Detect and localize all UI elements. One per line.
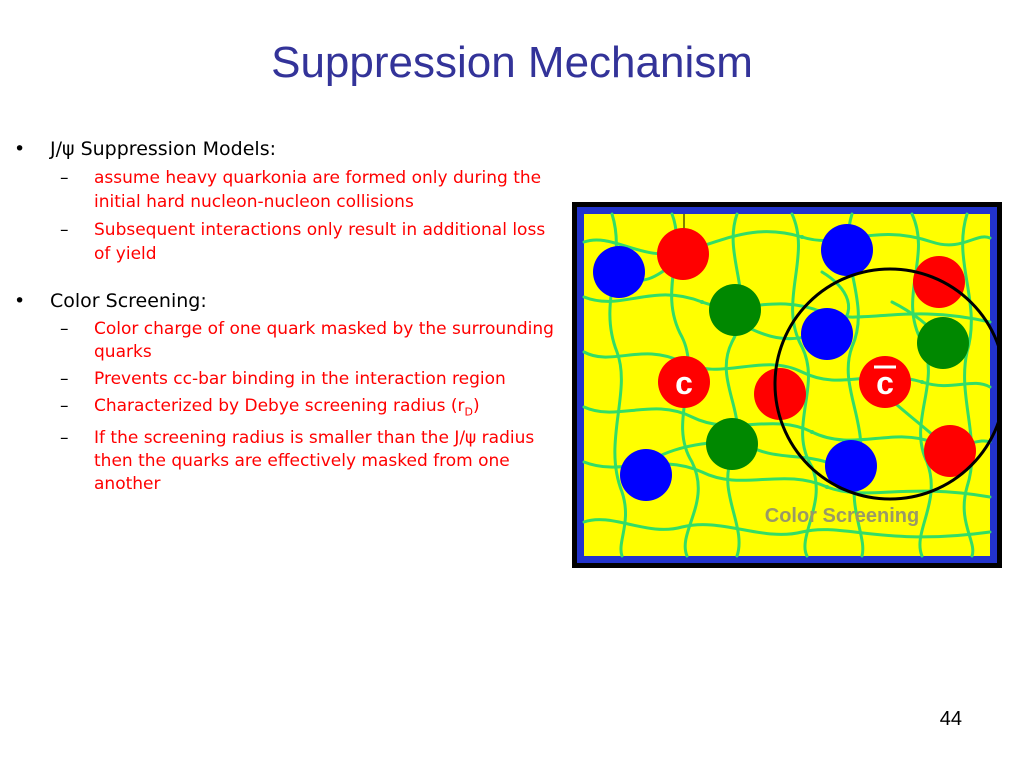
dash-marker: –: [60, 428, 69, 449]
subbullet-yield-loss: – Subsequent interactions only result in…: [14, 218, 564, 266]
subbullet-debye: – Characterized by Debye screening radiu…: [14, 395, 564, 423]
color-screening-figure: c c Color Screening: [572, 202, 1002, 568]
subbullet-text: If the screening radius is smaller than …: [94, 428, 535, 495]
subbullet-text: Characterized by Debye screening radius: [94, 396, 446, 416]
bullet-text: Color Screening:: [50, 290, 207, 312]
dash-marker: –: [60, 168, 69, 188]
bullet-list: • J/ψ Suppression Models: – assume heavy…: [14, 136, 564, 496]
subbullet-text: Color charge of one quark masked by the …: [94, 319, 554, 362]
dash-marker: –: [60, 220, 69, 240]
dash-marker: –: [60, 396, 69, 416]
red-charge: [657, 228, 709, 280]
blue-charge: [620, 449, 672, 501]
slide-title: Suppression Mechanism: [271, 38, 753, 87]
dash-marker: –: [60, 319, 69, 339]
page-number: 44: [939, 708, 962, 730]
subbullet-binding: – Prevents cc-bar binding in the interac…: [14, 368, 564, 391]
anticharm-quark: c: [859, 356, 911, 408]
red-charge: [924, 425, 976, 477]
red-charge: [913, 256, 965, 308]
blue-charge: [593, 246, 645, 298]
subbullet-masking: – Color charge of one quark masked by th…: [14, 318, 564, 364]
red-charge: [754, 368, 806, 420]
bullet-dot: •: [14, 138, 26, 160]
subbullet-text: assume heavy quarkonia are formed only d…: [94, 168, 542, 212]
dash-marker: –: [60, 369, 69, 389]
bullet-dot: •: [14, 290, 26, 312]
subbullet-radius-compare: – If the screening radius is smaller tha…: [14, 427, 564, 496]
subbullet-formation: – assume heavy quarkonia are formed only…: [14, 166, 564, 214]
debye-radius-symbol: (rD): [450, 396, 480, 419]
charm-quark-label: c: [675, 365, 693, 401]
blue-charge: [821, 224, 873, 276]
screening-radius-circle: [773, 267, 1002, 501]
blue-charge: [825, 440, 877, 492]
figure-caption: Color Screening: [765, 505, 919, 527]
anticharm-quark-label: c: [876, 365, 894, 401]
blue-charge: [801, 308, 853, 360]
subbullet-text: Subsequent interactions only result in a…: [94, 220, 546, 264]
subbullet-text: Prevents cc-bar binding in the interacti…: [94, 369, 506, 389]
charm-quark: c: [658, 356, 710, 408]
green-charge: [917, 317, 969, 369]
green-charge: [709, 284, 761, 336]
bullet-text: J/ψ Suppression Models:: [50, 138, 277, 160]
bullet-color-screening: • Color Screening:: [14, 288, 564, 314]
bullet-jpsi-models: • J/ψ Suppression Models:: [14, 136, 564, 162]
green-charge: [706, 418, 758, 470]
color-charges: [593, 224, 976, 501]
